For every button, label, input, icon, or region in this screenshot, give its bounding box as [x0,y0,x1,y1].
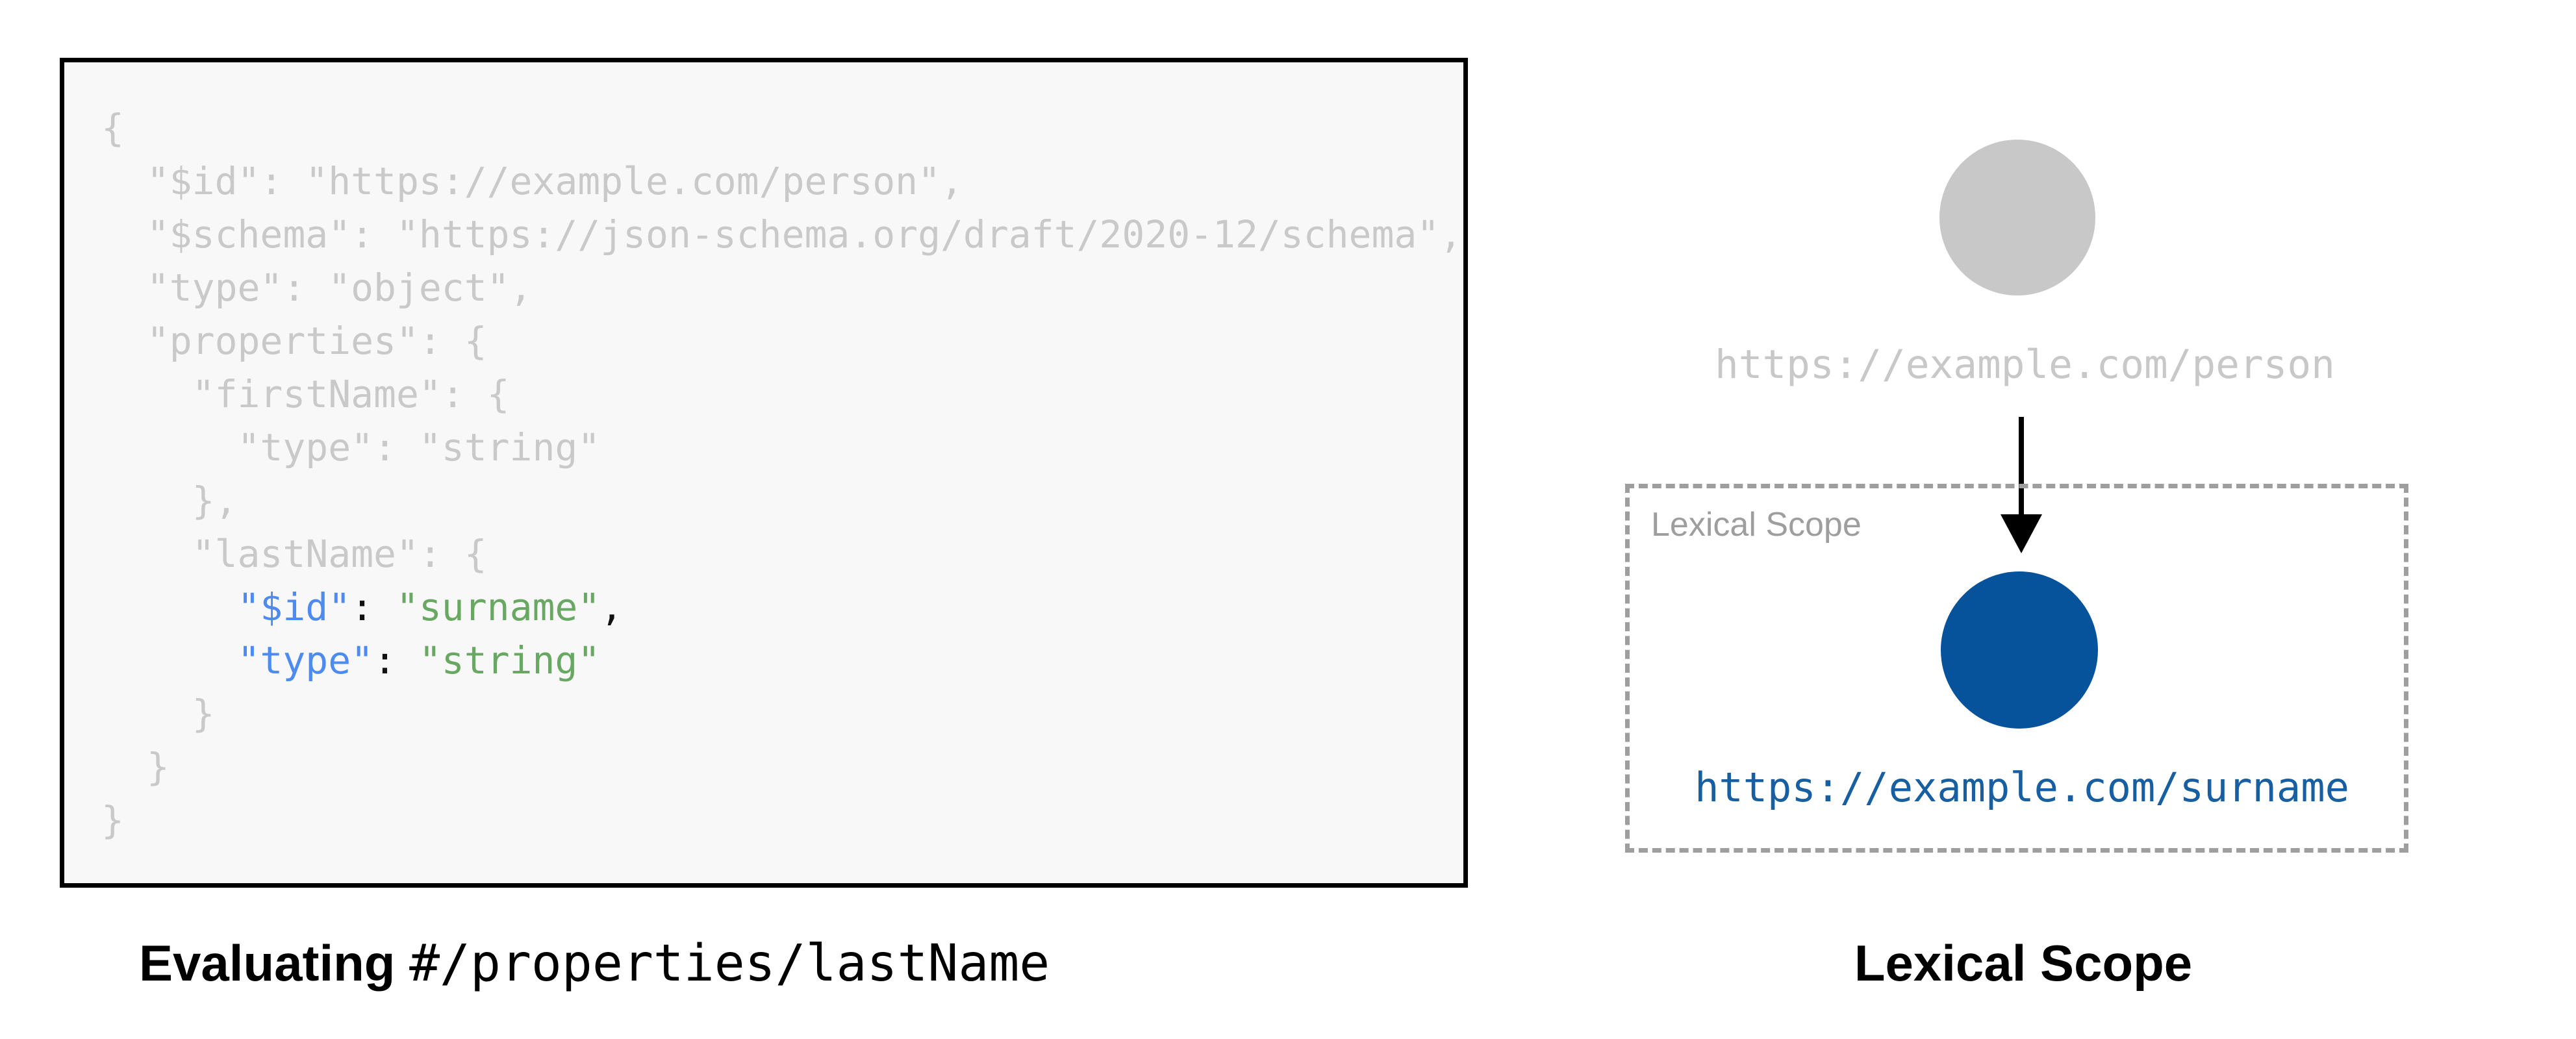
left-caption-pointer: #/properties/lastName [409,934,1050,993]
arrow-head-icon [2001,514,2042,553]
child-schema-uri-label: https://example.com/surname [1695,764,2349,811]
code-line: "type": "object", [101,261,1450,314]
code-segment: "$id": "https://example.com/person", [101,159,963,203]
code-lines: { "$id": "https://example.com/person", "… [101,101,1462,847]
code-line: "$schema": "https://json-schema.org/draf… [101,208,1462,261]
code-segment: "$schema": "https://json-schema.org/draf… [101,212,1463,257]
right-caption: Lexical Scope [1854,934,2193,992]
left-caption-evaluating: Evaluating [139,934,410,992]
code-segment: "$id" [237,585,351,629]
code-segment: : [351,585,396,629]
left-caption: Evaluating #/properties/lastName [139,933,1050,994]
code-segment: , [600,585,624,629]
code-line: }, [101,474,1450,527]
code-segment: } [101,692,215,736]
code-segment: } [101,745,170,789]
code-segment: "type": "object", [101,266,533,310]
code-line: "lastName": { [101,527,1450,581]
code-segment: "type" [237,638,374,682]
parent-schema-node [1939,140,2095,295]
code-segment: "surname" [396,585,601,629]
code-segment: "lastName": { [101,532,487,576]
code-segment: } [101,798,124,842]
code-segment [101,638,238,682]
code-line: "type": "string" [101,634,1450,687]
schema-code-panel: { "$id": "https://example.com/person", "… [60,58,1468,888]
code-line: { [101,101,1450,155]
code-segment: "properties": { [101,319,487,363]
child-schema-node [1941,571,2098,729]
arrow-line [2019,417,2024,518]
code-segment: : [373,638,419,682]
code-line: } [101,687,1450,740]
lexical-scope-box [1625,484,2408,853]
code-line: } [101,794,1450,847]
code-segment: "string" [418,638,601,682]
lexical-scope-inline-label: Lexical Scope [1651,506,1862,544]
code-line: } [101,740,1450,794]
code-line: "properties": { [101,314,1450,368]
code-line: "firstName": { [101,368,1450,421]
code-segment [101,585,238,629]
code-line: "$id": "surname", [101,581,1450,634]
code-segment: "firstName": { [101,372,510,416]
code-segment: { [101,106,124,150]
code-line: "$id": "https://example.com/person", [101,155,1450,208]
code-line: "type": "string" [101,421,1450,474]
code-segment: "type": "string" [101,425,601,469]
parent-schema-uri-label: https://example.com/person [1715,342,2335,388]
code-segment: }, [101,479,238,523]
